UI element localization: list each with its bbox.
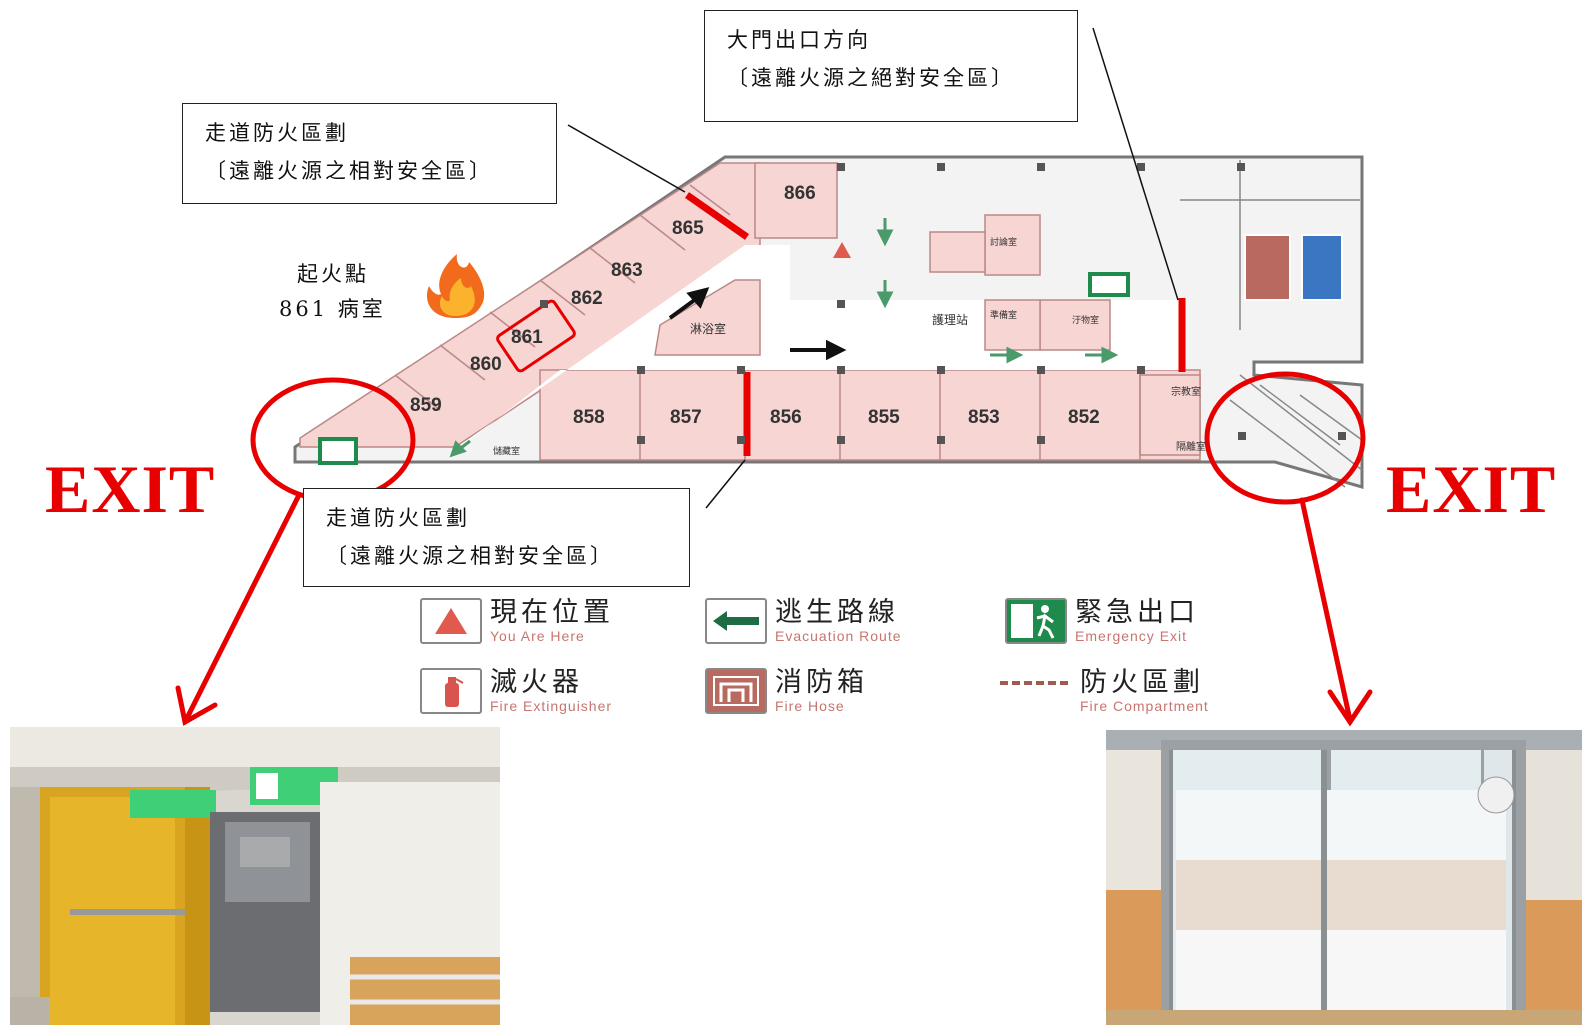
room-label: 862 [571,288,603,309]
fire-hose-icon [705,668,767,714]
room-label: 852 [1068,407,1100,428]
room-label: 861 [511,327,543,348]
leader-line-corridor-upper [567,124,686,193]
room-label: 866 [784,183,816,204]
room-label: 857 [670,407,702,428]
room-866-block [754,162,838,239]
callout-corridor-upper-line1: 走道防火區劃 [205,121,349,145]
left-exit-photo [10,727,500,1025]
room-label: 儲藏室 [493,447,521,457]
room-label: 858 [573,407,605,428]
room-label: 865 [672,218,704,239]
exit-label-left: EXIT [45,451,216,527]
stair-lines [1180,160,1363,488]
pillars [540,163,1346,444]
fire-hose-box-icon [1301,234,1343,301]
legend-label-en: Fire Extinguisher [490,698,613,714]
dashed-line-icon [1000,668,1072,698]
legend-evacuation-route: 逃生路線 Evacuation Route [705,598,902,644]
legend-label-en: Emergency Exit [1075,628,1188,644]
legend-label-en: Fire Hose [775,698,845,714]
fire-origin-room: 861 病室 [279,297,386,321]
legend-fire-extinguisher: 滅火器 Fire Extinguisher [420,668,612,714]
exit-label-right: EXIT [1386,451,1557,527]
room-label: 863 [611,260,643,281]
fire-compartment-bars [684,192,1186,456]
callout-corridor-lower: 走道防火區劃 〔遠離火源之相對安全區〕 [303,488,690,587]
fire-icon [415,250,495,320]
evacuation-arrows [668,287,847,361]
arrow-left-icon [705,598,767,644]
you-are-here-icon [833,242,851,258]
callout-corridor-upper-line2: 〔遠離火源之相對安全區〕 [205,159,493,183]
legend-label-zh: 防火區劃 [1080,667,1204,698]
room-label: 856 [770,407,802,428]
fire-hose-box-icon [1244,234,1291,301]
bottom-room-row [539,369,1201,461]
room-label: 淋浴室 [690,322,727,336]
leader-line-main-exit [1092,27,1179,301]
room-label: 討論室 [990,238,1018,248]
room-label: 隔離室 [1176,442,1206,453]
legend-emergency-exit: 緊急出口 Emergency Exit [1005,598,1199,644]
shower-room-block [654,279,761,356]
legend-label-en: Evacuation Route [775,628,902,644]
legend-fire-hose: 消防箱 Fire Hose [705,668,868,714]
room-label: 護理站 [932,313,969,327]
room-label: 855 [868,407,900,428]
triangle-marker-icon [420,598,482,644]
legend-label-zh: 逃生路線 [775,597,899,628]
callout-corridor-lower-line2: 〔遠離火源之相對安全區〕 [326,544,614,568]
legend-label-zh: 現在位置 [490,597,614,628]
legend-fire-compartment: 防火區劃 Fire Compartment [1000,668,1209,714]
leader-line-corridor-lower [705,459,746,509]
fire-extinguisher-icon [420,668,482,714]
callout-corridor-lower-line1: 走道防火區劃 [326,506,470,530]
right-exit-photo [1106,730,1582,1025]
legend-label-zh: 滅火器 [490,667,583,698]
exit-pointer-arrows [175,494,1373,727]
room-label: 859 [410,395,442,416]
room-label: 宗教室 [1171,387,1201,398]
room-label: 860 [470,354,502,375]
fire-room-861-highlight [496,299,576,373]
room-label: 準備室 [990,311,1018,321]
room-label: 853 [968,407,1000,428]
legend-label-zh: 緊急出口 [1075,597,1199,628]
running-man-exit-icon [1005,598,1067,644]
callout-main-exit-line1: 大門出口方向 [727,28,871,52]
callout-corridor-upper: 走道防火區劃 〔遠離火源之相對安全區〕 [182,103,557,204]
legend-label-en: You Are Here [490,628,585,644]
room-label: 汙物室 [1072,316,1100,326]
legend-label-zh: 消防箱 [775,667,868,698]
callout-main-exit: 大門出口方向 〔遠離火源之絕對安全區〕 [704,10,1078,122]
fire-origin-label: 起火點 [297,262,369,286]
exit-circle-right [1204,371,1366,505]
callout-main-exit-line2: 〔遠離火源之絕對安全區〕 [727,66,1015,90]
service-rooms [984,214,1041,276]
legend-you-are-here: 現在位置 You Are Here [420,598,614,644]
legend-label-en: Fire Compartment [1080,698,1209,714]
